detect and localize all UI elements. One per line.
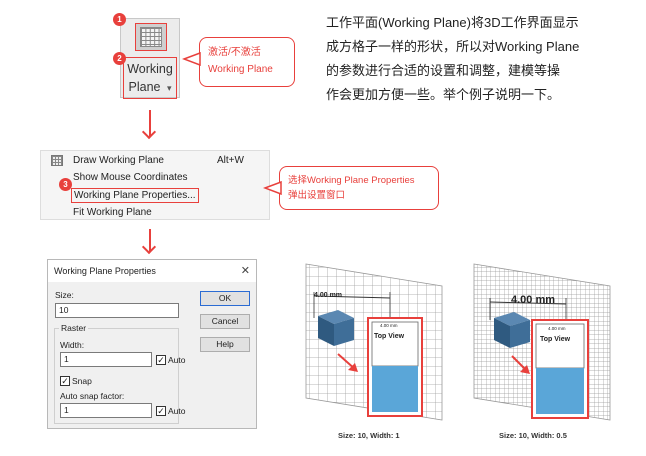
- working-plane-label-line2: Plane: [128, 80, 161, 94]
- callout-pointer: [182, 52, 201, 66]
- working-plane-view-coarse: [305, 263, 443, 421]
- working-plane-label-line2-row: Plane ▾: [124, 78, 176, 97]
- working-plane-dropdown[interactable]: Working Plane ▾: [123, 57, 177, 99]
- ok-button[interactable]: OK: [200, 291, 250, 306]
- callout-properties-line1: 选择Working Plane Properties: [288, 175, 415, 186]
- left-mini-dimension: 4.00 mm: [380, 323, 398, 328]
- callout-pointer: [263, 181, 282, 195]
- callout-toggle-line1: 激活/不激活: [208, 47, 261, 58]
- help-button[interactable]: Help: [200, 337, 250, 352]
- snap-label: Snap: [72, 376, 92, 386]
- description-text: 工作平面(Working Plane)将3D工作界面显示 成方格子一样的形状，所…: [326, 11, 626, 107]
- dialog-title: Working Plane Properties: [48, 260, 256, 282]
- step-badge-1: 1: [113, 13, 126, 26]
- chevron-down-icon: ▾: [166, 83, 172, 93]
- auto-snap-checkbox[interactable]: ✓: [156, 406, 166, 416]
- right-dimension-label: 4.00 mm: [511, 294, 556, 306]
- size-input[interactable]: 10: [55, 303, 179, 318]
- right-top-view-title: Top View: [540, 336, 571, 343]
- step-badge-2: 2: [113, 52, 126, 65]
- callout-properties: 选择Working Plane Properties 弹出设置窗口: [279, 166, 439, 210]
- description-line-1: 工作平面(Working Plane)将3D工作界面显示: [326, 15, 579, 30]
- working-plane-label-line1: Working: [127, 62, 173, 76]
- description-line-4: 作会更加方便一些。举个例子说明一下。: [326, 87, 561, 102]
- left-top-view-title: Top View: [374, 333, 405, 340]
- grid-icon: [51, 155, 63, 166]
- cancel-button[interactable]: Cancel: [200, 314, 250, 329]
- grid-icon: [140, 27, 162, 47]
- down-arrow-1: [149, 110, 151, 136]
- snap-checkbox[interactable]: ✓: [60, 376, 70, 386]
- menu-item-show-mouse-coordinates[interactable]: Show Mouse Coordinates: [73, 172, 188, 183]
- width-label: Width:: [60, 340, 85, 350]
- menu-item-working-plane-properties[interactable]: Working Plane Properties...: [71, 188, 199, 203]
- working-plane-properties-dialog: Working Plane Properties ✕ Size: 10 OK C…: [47, 259, 257, 429]
- left-caption: Size: 10, Width: 1: [338, 431, 400, 440]
- width-auto-label: Auto: [168, 355, 186, 365]
- description-line-3: 的参数进行合适的设置和调整，建模等操: [326, 63, 561, 78]
- working-plane-view-fine: [473, 263, 611, 421]
- menu-item-fit-working-plane[interactable]: Fit Working Plane: [73, 207, 152, 218]
- auto-snap-factor-input[interactable]: 1: [60, 403, 152, 418]
- width-input[interactable]: 1: [60, 352, 152, 367]
- working-plane-menu: Draw Working Plane Alt+W Show Mouse Coor…: [40, 150, 270, 220]
- width-auto-checkbox[interactable]: ✓: [156, 355, 166, 365]
- down-arrow-2: [149, 229, 151, 251]
- description-line-2: 成方格子一样的形状，所以对Working Plane: [326, 39, 580, 54]
- working-plane-toolbar-button[interactable]: Working Plane ▾: [120, 18, 180, 99]
- step-badge-3: 3: [59, 178, 72, 191]
- auto-snap-auto-label: Auto: [168, 406, 186, 416]
- working-plane-grid-icon[interactable]: [135, 23, 167, 51]
- raster-group: [54, 328, 179, 424]
- callout-toggle: 激活/不激活 Working Plane: [199, 37, 295, 87]
- callout-properties-line2: 弹出设置窗口: [288, 190, 346, 201]
- close-icon[interactable]: ✕: [240, 265, 250, 277]
- raster-label: Raster: [59, 323, 89, 333]
- menu-item-draw-working-plane[interactable]: Draw Working Plane: [73, 155, 164, 166]
- right-mini-dimension: 4.00 mm: [548, 326, 566, 331]
- auto-snap-factor-label: Auto snap factor:: [60, 391, 125, 401]
- left-dimension-label: 4.00 mm: [314, 292, 343, 299]
- callout-toggle-line2: Working Plane: [208, 64, 273, 75]
- right-caption: Size: 10, Width: 0.5: [499, 431, 567, 440]
- size-label: Size:: [55, 290, 74, 300]
- menu-shortcut-alt-w: Alt+W: [217, 155, 244, 166]
